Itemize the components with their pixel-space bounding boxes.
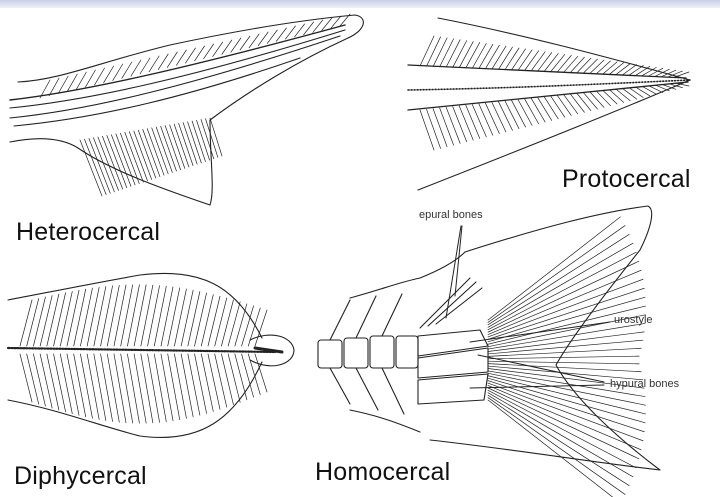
heterocercal-title: Heterocercal [16, 218, 161, 246]
top-gradient-bar [0, 0, 720, 8]
protocercal-fin-rays [419, 35, 690, 151]
epural-bones-label: epural bones [419, 209, 483, 221]
diphycercal-fin-rays [19, 284, 268, 424]
heterocercal-fin-rays [39, 13, 351, 197]
heterocercal-tail-drawing [9, 14, 364, 206]
homocercal-fin-rays [487, 216, 646, 497]
homocercal-tail-drawing [317, 205, 661, 471]
homocercal-title: Homocercal [315, 458, 451, 486]
hypural-bones-label: hypural bones [610, 378, 680, 390]
protocercal-title: Protocercal [562, 165, 691, 193]
urostyle-label: urostyle [614, 314, 653, 326]
diphycercal-tail-drawing [6, 272, 295, 438]
annotation-leaders [445, 225, 611, 389]
diphycercal-title: Diphycercal [14, 462, 147, 490]
